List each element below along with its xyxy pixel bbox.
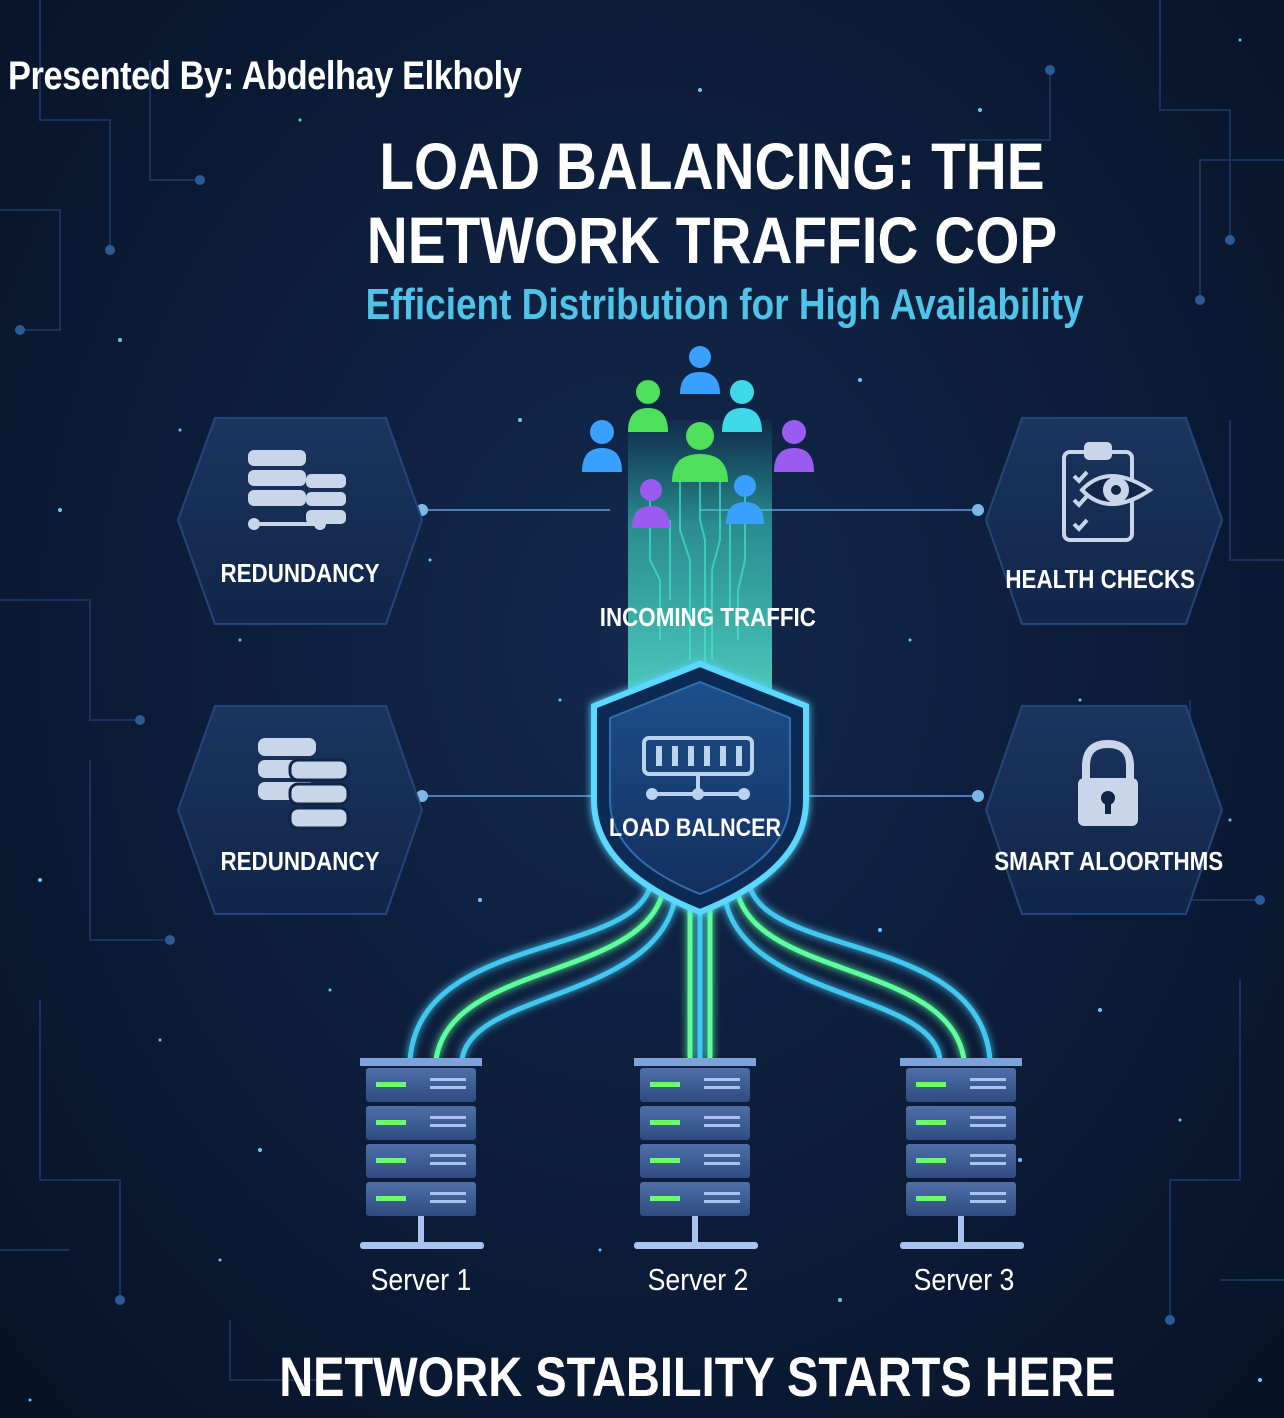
feature-label-bottom-right: SMART ALOORTHMS: [994, 846, 1224, 876]
circuit-nodes: [15, 65, 1265, 1325]
title-line-1: LOAD BALANCING: THE: [379, 129, 1045, 203]
server-rack-3: [900, 1058, 1024, 1249]
padlock-icon: [1078, 739, 1138, 826]
server-2-label: Server 2: [647, 1262, 749, 1297]
title-line-2: NETWORK TRAFFIC COP: [366, 203, 1058, 277]
traffic-lines: [649, 460, 746, 680]
presenter-credit: Presented By: Abdelhay Elkholy: [8, 54, 522, 98]
server-3-label: Server 3: [913, 1262, 1015, 1297]
feature-hexagons: [176, 417, 1224, 915]
server-cables: [407, 879, 993, 1061]
load-balancer-label: LOAD BALNCER: [609, 814, 781, 842]
server-1-label: Server 1: [370, 1262, 472, 1297]
clipboard-eye-icon: [1062, 442, 1154, 542]
feature-label-top-left: REDUNDANCY: [220, 558, 380, 588]
subtitle: Efficient Distribution for High Availabi…: [365, 280, 1084, 329]
feature-label-bottom-left: REDUNDANCY: [220, 846, 380, 876]
server-rack-1: [360, 1058, 484, 1249]
database-network-icon: [248, 450, 346, 530]
database-stack-icon: [258, 738, 350, 830]
star-particles: [28, 38, 1262, 1402]
user-group-icon: [582, 346, 814, 528]
feature-label-top-right: HEALTH CHECKS: [1005, 564, 1196, 594]
incoming-traffic-label: INCOMING TRAFFIC: [599, 602, 816, 632]
footer-tagline: NETWORK STABILITY STARTS HERE: [279, 1345, 1116, 1408]
server-rack-2: [634, 1058, 758, 1249]
shield-server-icon: [591, 660, 809, 916]
